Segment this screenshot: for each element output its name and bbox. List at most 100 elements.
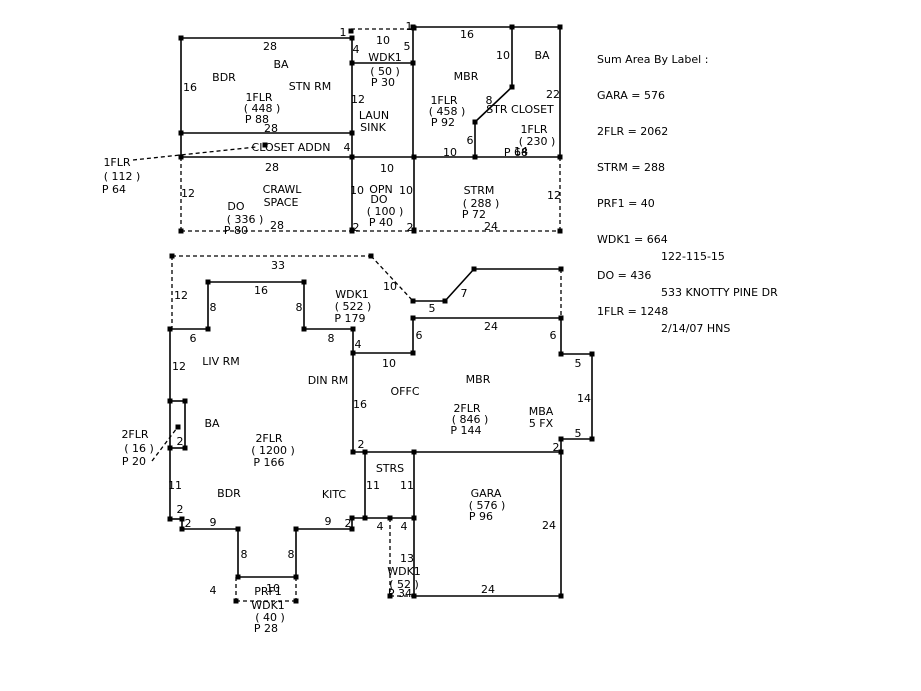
dim-label: 4 <box>353 43 360 56</box>
area-label: ( 1200 ) <box>251 444 295 457</box>
room-label: LAUN <box>359 109 389 122</box>
dim-label: 12 <box>547 189 561 202</box>
dim-label: 24 <box>481 583 495 596</box>
dim-label: 5 <box>575 427 582 440</box>
dim-label: 1 <box>340 26 347 39</box>
legend-item-wdk1: WDK1 = 664 <box>597 233 668 246</box>
area-label: P 30 <box>371 76 395 89</box>
vertex-dot <box>557 24 563 30</box>
area-label: 1FLR <box>520 123 547 136</box>
vertex-dot <box>350 326 356 332</box>
vertex-dot <box>350 449 356 455</box>
dim-label: 6 <box>550 329 557 342</box>
area-label: P 166 <box>253 456 284 469</box>
vertex-dot <box>410 315 416 321</box>
area-label: P 72 <box>462 208 486 221</box>
area-label: P 34 <box>388 587 412 600</box>
dim-label: 24 <box>484 320 498 333</box>
dim-label: 14 <box>577 392 591 405</box>
dim-label: 2 <box>358 438 365 451</box>
vertex-dot <box>411 593 417 599</box>
vertex-dot <box>205 326 211 332</box>
vertex-dot <box>558 449 564 455</box>
dim-label: 5 <box>404 40 411 53</box>
dim-label: 4 <box>344 141 351 154</box>
area-label: OPN <box>369 183 393 196</box>
wall-line <box>444 268 475 302</box>
dim-label: 8 <box>328 332 335 345</box>
dashed-wall-line <box>151 427 178 462</box>
area-legend: Sum Area By Label : GARA = 576 2FLR = 20… <box>597 30 708 342</box>
legend-item-2flr: 2FLR = 2062 <box>597 125 669 138</box>
dim-label: 16 <box>460 28 474 41</box>
room-label: LIV RM <box>202 355 240 368</box>
dim-label: 12 <box>351 93 365 106</box>
dim-label: 4 <box>210 584 217 597</box>
dim-label: 10 <box>266 582 280 595</box>
vertex-dot <box>410 24 416 30</box>
dim-label: 16 <box>254 284 268 297</box>
dim-label: 2 <box>185 517 192 530</box>
room-label: 5 FX <box>529 417 554 430</box>
vertex-dot <box>410 298 416 304</box>
room-label: CRAWL <box>263 183 303 196</box>
dim-label: 2 <box>177 503 184 516</box>
vertex-dot <box>178 154 184 160</box>
property-address: 533 KNOTTY PINE DR <box>661 286 778 299</box>
dim-label: 7 <box>461 287 468 300</box>
dim-label: 16 <box>353 398 367 411</box>
room-label: BDR <box>212 71 236 84</box>
dim-label: 5 <box>575 357 582 370</box>
dim-label: 11 <box>400 479 414 492</box>
room-label: STN RM <box>289 80 332 93</box>
area-label: ( 336 ) <box>227 213 264 226</box>
vertex-dot <box>349 60 355 66</box>
room-label: MBR <box>466 373 491 386</box>
vertex-dot <box>349 526 355 532</box>
vertex-dot <box>557 228 563 234</box>
vertex-dot <box>293 574 299 580</box>
dim-label: 2 <box>353 221 360 234</box>
vertex-dot <box>167 326 173 332</box>
dim-label: 6 <box>190 332 197 345</box>
area-label: STRM <box>464 184 495 197</box>
vertex-dot <box>349 154 355 160</box>
area-label: WDK1 <box>368 51 402 64</box>
dim-label: 11 <box>366 479 380 492</box>
dim-label: 33 <box>271 259 285 272</box>
dim-label: 22 <box>546 88 560 101</box>
area-label: 1FLR <box>430 94 457 107</box>
dim-label: 9 <box>210 516 217 529</box>
area-label: ( 458 ) <box>429 105 466 118</box>
vertex-dot <box>410 350 416 356</box>
vertex-dot <box>349 515 355 521</box>
dim-label: 1 <box>406 20 413 33</box>
area-label: WDK1 <box>335 288 369 301</box>
dim-label: 28 <box>270 219 284 232</box>
dim-label: 10 <box>443 146 457 159</box>
legend-item-prf1: PRF1 = 40 <box>597 197 655 210</box>
area-label: P 88 <box>245 113 269 126</box>
area-label: P 179 <box>334 312 365 325</box>
dim-label: 28 <box>265 161 279 174</box>
area-label: ( 846 ) <box>452 413 489 426</box>
vertex-dot <box>235 526 241 532</box>
area-label: 2FLR <box>255 432 282 445</box>
vertex-dot <box>167 398 173 404</box>
dim-label: 10 <box>399 184 413 197</box>
vertex-dot <box>472 119 478 125</box>
room-label: SPACE <box>264 196 299 209</box>
area-label: P 28 <box>254 622 278 635</box>
dim-label: 12 <box>172 360 186 373</box>
vertex-dot <box>178 35 184 41</box>
vertex-dot <box>349 35 355 41</box>
area-label: P 144 <box>450 424 481 437</box>
vertex-dot <box>558 266 564 272</box>
vertex-dot <box>301 279 307 285</box>
dim-label: 2 <box>177 435 184 448</box>
vertex-dot <box>558 593 564 599</box>
area-label: WDK1 <box>251 599 285 612</box>
dim-label: 2 <box>345 517 352 530</box>
dim-label: 9 <box>325 515 332 528</box>
